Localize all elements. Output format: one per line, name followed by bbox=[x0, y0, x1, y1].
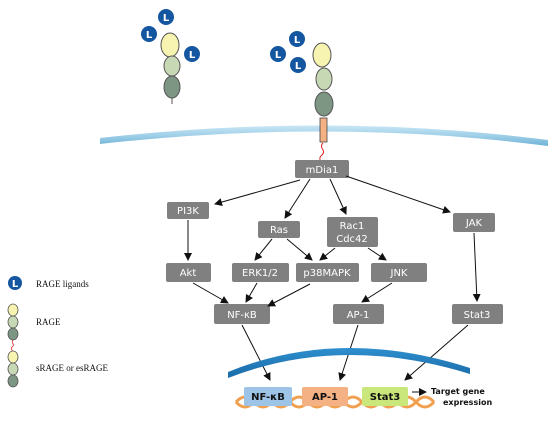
svg-text:Akt: Akt bbox=[180, 268, 197, 279]
legend: L RAGE ligands RAGE sRAGE or esRAGE bbox=[7, 276, 108, 388]
svg-text:L: L bbox=[163, 13, 170, 24]
svg-text:mDia1: mDia1 bbox=[306, 165, 339, 176]
pathway-arrows bbox=[184, 175, 481, 381]
node-stat3: Stat3 bbox=[452, 304, 503, 324]
tf-nfkb: NF-κB bbox=[244, 387, 292, 406]
tf-ap1: AP-1 bbox=[302, 387, 348, 406]
node-rac1-cdc42: Rac1 Cdc42 bbox=[327, 217, 378, 247]
svg-text:Stat3: Stat3 bbox=[464, 310, 491, 321]
svg-text:L: L bbox=[275, 50, 282, 61]
ligand-icon: L bbox=[184, 46, 200, 62]
target-label-line1: Target gene bbox=[431, 387, 485, 396]
ligand-icon: L bbox=[289, 31, 305, 47]
svg-text:PI3K: PI3K bbox=[177, 206, 199, 217]
svg-text:p38MAPK: p38MAPK bbox=[303, 268, 351, 279]
svg-text:L: L bbox=[189, 50, 196, 61]
ligand-icon: L bbox=[290, 57, 306, 73]
legend-srage-label: sRAGE or esRAGE bbox=[36, 363, 108, 373]
svg-text:AP-1: AP-1 bbox=[312, 392, 338, 403]
node-erk: ERK1/2 bbox=[232, 263, 289, 282]
svg-text:Ras: Ras bbox=[270, 225, 288, 236]
legend-srage-icon bbox=[7, 350, 19, 388]
tf-stat3: Stat3 bbox=[362, 387, 408, 406]
node-pi3k: PI3K bbox=[167, 202, 209, 219]
svg-text:ERK1/2: ERK1/2 bbox=[242, 268, 278, 279]
node-jak: JAK bbox=[453, 213, 495, 232]
membrane-rage bbox=[312, 42, 334, 163]
node-jnk: JNK bbox=[371, 263, 427, 282]
svg-text:AP-1: AP-1 bbox=[347, 310, 370, 321]
node-p38mapk: p38MAPK bbox=[296, 263, 359, 282]
svg-text:JNK: JNK bbox=[390, 268, 408, 279]
legend-ligands-label: RAGE ligands bbox=[36, 279, 89, 289]
svg-text:L: L bbox=[294, 35, 301, 46]
node-akt: Akt bbox=[166, 263, 211, 282]
svg-text:L: L bbox=[12, 279, 19, 290]
node-ap1: AP-1 bbox=[333, 304, 384, 324]
svg-text:Rac1: Rac1 bbox=[340, 221, 365, 232]
node-mdia1: mDia1 bbox=[295, 160, 349, 178]
svg-text:L: L bbox=[295, 61, 302, 72]
svg-text:NF-κB: NF-κB bbox=[227, 310, 257, 321]
cell-membrane bbox=[100, 125, 548, 146]
target-label-line2: expression bbox=[443, 398, 492, 407]
legend-rage-label: RAGE bbox=[36, 317, 61, 327]
svg-text:NF-κB: NF-κB bbox=[251, 392, 285, 403]
legend-ligand-icon: L bbox=[8, 276, 22, 290]
svg-text:L: L bbox=[146, 30, 153, 41]
svg-text:Stat3: Stat3 bbox=[370, 392, 401, 403]
svg-text:JAK: JAK bbox=[465, 218, 483, 229]
ligand-icon: L bbox=[141, 26, 157, 42]
svg-text:Cdc42: Cdc42 bbox=[336, 234, 368, 245]
node-ras: Ras bbox=[258, 221, 300, 238]
nuclear-membrane bbox=[228, 347, 470, 378]
soluble-rage-top bbox=[160, 32, 181, 104]
node-nfkb: NF-κB bbox=[214, 304, 270, 324]
ligand-icon: L bbox=[158, 9, 174, 25]
ligand-icon: L bbox=[270, 46, 286, 62]
legend-rage-icon bbox=[7, 303, 19, 352]
